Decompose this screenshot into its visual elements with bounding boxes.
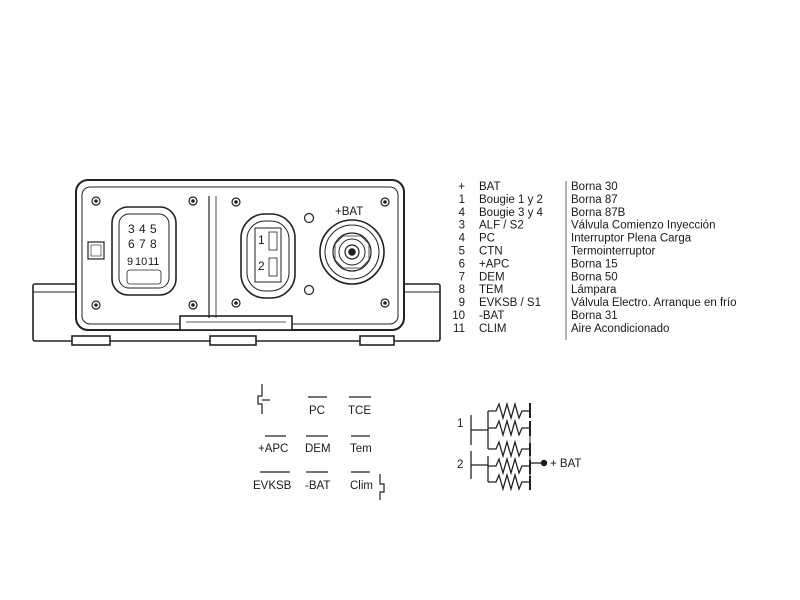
- center-tab: [179, 315, 293, 331]
- foot-right: [359, 335, 395, 346]
- legend-description: Borna 15: [571, 258, 618, 270]
- pinout-label: EVKSB: [253, 480, 292, 492]
- connector-housing-9pin: [111, 206, 177, 296]
- pinout-label: +APC: [258, 443, 288, 455]
- legend-description: Termointerruptor: [571, 246, 656, 258]
- schematic-input-2: 2: [457, 459, 463, 471]
- legend-description: Válvula Electro. Arranque en frío: [571, 297, 737, 309]
- legend-description: Válvula Comienzo Inyección: [571, 220, 715, 232]
- legend-description: Interruptor Plena Carga: [571, 233, 692, 245]
- pinout-label: DEM: [305, 443, 331, 455]
- schematic-input-1: 1: [457, 418, 463, 430]
- control-unit-drawing: [32, 179, 441, 346]
- legend-number: 1: [459, 194, 465, 206]
- latch-right: [379, 474, 385, 500]
- legend-description: Borna 30: [571, 181, 618, 193]
- legend-code: -BAT: [479, 310, 504, 322]
- indicator-square: [87, 241, 105, 260]
- legend-description: Borna 87: [571, 194, 618, 206]
- legend-description: Lámpara: [571, 284, 617, 296]
- plus-bat-label: +BAT: [335, 206, 363, 218]
- connector-pin-labels: 3 4 5 6 7 8 9 10 11: [127, 222, 159, 268]
- pin-label: 11: [148, 256, 159, 268]
- legend-number: 10: [452, 310, 465, 322]
- pin-label: 5: [150, 222, 157, 236]
- legend-code: EVKSB / S1: [479, 297, 541, 309]
- legend-number: 4: [459, 233, 466, 245]
- schematic-output-label: + BAT: [550, 458, 581, 470]
- pinout-label: PC: [309, 405, 325, 417]
- pinout-label: TCE: [348, 405, 371, 417]
- legend-code: BAT: [479, 181, 501, 193]
- legend-code: PC: [479, 233, 495, 245]
- legend-code: TEM: [479, 284, 503, 296]
- legend-number: 7: [459, 271, 465, 283]
- legend-code: Bougie 1 y 2: [479, 194, 543, 206]
- pinout-labels: PC TCE +APC DEM Tem EVKSB -BAT Clim: [253, 405, 373, 492]
- legend-code: DEM: [479, 271, 505, 283]
- plug-pin-label: 1: [258, 233, 265, 247]
- pinout-label: Clim: [350, 480, 373, 492]
- battery-terminal: [319, 219, 385, 285]
- legend-number: 6: [459, 258, 465, 270]
- pin-label: 7: [139, 237, 146, 251]
- pin-label: 6: [128, 237, 135, 251]
- legend-code: +APC: [479, 258, 509, 270]
- legend-number: 8: [459, 284, 465, 296]
- resistor-symbols: [488, 401, 530, 492]
- plug-housing-2pin: [240, 213, 296, 299]
- legend-number: 5: [459, 246, 465, 258]
- legend-code: CTN: [479, 246, 503, 258]
- pin-label: 4: [139, 222, 146, 236]
- legend-description: Borna 50: [571, 271, 618, 283]
- legend-code: Bougie 3 y 4: [479, 207, 544, 219]
- foot-left: [71, 335, 111, 346]
- pin-label: 9: [127, 256, 133, 268]
- legend-description: Aire Acondicionado: [571, 323, 669, 335]
- pinout-label: -BAT: [305, 480, 330, 492]
- legend-number: 9: [459, 297, 465, 309]
- legend-table: + BAT Borna 30 1 Bougie 1 y 2 Borna 87 4 Bougie…: [452, 181, 736, 335]
- legend-code: CLIM: [479, 323, 506, 335]
- legend-number: 3: [459, 220, 465, 232]
- output-node: [540, 459, 548, 467]
- pin-label: 8: [150, 237, 157, 251]
- latch-left: [257, 384, 270, 414]
- legend-description: Borna 31: [571, 310, 618, 322]
- legend-description: Borna 87B: [571, 207, 626, 219]
- screw-icons: [91, 196, 390, 310]
- pinout-label: Tem: [350, 443, 372, 455]
- legend-code: ALF / S2: [479, 220, 524, 232]
- glow-plug-schematic: [470, 401, 544, 492]
- legend-number: +: [458, 181, 465, 193]
- legend-number: 4: [459, 207, 466, 219]
- pinout-diagram: [257, 384, 385, 500]
- pin-label: 3: [128, 222, 135, 236]
- plug-pin-label: 2: [258, 259, 265, 273]
- pin-label: 10: [135, 256, 147, 268]
- foot-center: [209, 335, 257, 346]
- legend-number: 11: [453, 323, 465, 335]
